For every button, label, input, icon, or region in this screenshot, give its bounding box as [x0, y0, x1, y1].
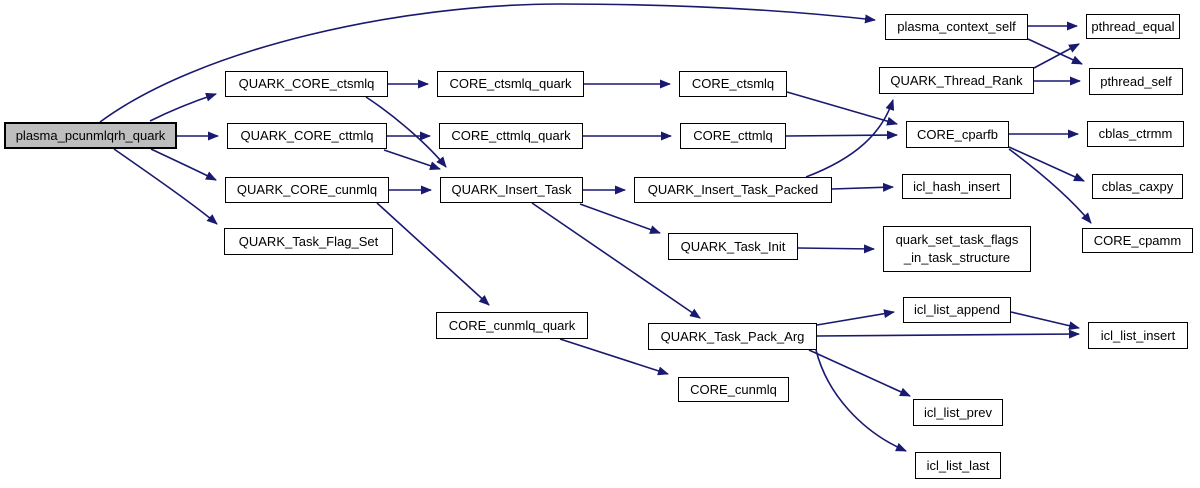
- edge-QUARK_Task_Pack_Arg-to-icl_list_append: [816, 309, 895, 326]
- node-label: CORE_ctsmlq: [691, 76, 775, 92]
- node-cblas_caxpy[interactable]: cblas_caxpy: [1092, 174, 1183, 199]
- node-CORE_cttmlq_quark[interactable]: CORE_cttmlq_quark: [439, 123, 583, 149]
- node-label: icl_hash_insert: [913, 178, 1000, 194]
- node-QUARK_Thread_Rank[interactable]: QUARK_Thread_Rank: [879, 67, 1034, 94]
- edge-plasma_pcunmlqrh_quark-to-QUARK_CORE_ctsmlq: [149, 92, 217, 122]
- node-label: cblas_caxpy: [1101, 178, 1174, 194]
- node-label: QUARK_CORE_cunmlq: [236, 182, 378, 198]
- edge-QUARK_Insert_Task_Packed-to-icl_hash_insert: [831, 182, 894, 192]
- edge-plasma_pcunmlqrh_quark-to-QUARK_Task_Flag_Set: [113, 148, 218, 225]
- node-label: quark_set_task_flags _in_task_structure: [895, 232, 1019, 265]
- node-label: cblas_ctrmm: [1098, 126, 1173, 142]
- node-label: pthread_self: [1100, 73, 1172, 89]
- edge-CORE_cparfb-to-cblas_caxpy: [1008, 146, 1085, 182]
- edge-QUARK_Insert_Task-to-QUARK_Task_Pack_Arg: [531, 202, 701, 319]
- node-QUARK_CORE_cttmlq[interactable]: QUARK_CORE_cttmlq: [227, 123, 387, 149]
- node-label: QUARK_Insert_Task: [451, 182, 572, 198]
- node-label: QUARK_Insert_Task_Packed: [647, 182, 819, 198]
- node-QUARK_Task_Flag_Set[interactable]: QUARK_Task_Flag_Set: [224, 228, 393, 255]
- node-quark_set_task_flags_in_task_structure[interactable]: quark_set_task_flags _in_task_structure: [883, 226, 1031, 272]
- node-plasma_context_self[interactable]: plasma_context_self: [885, 14, 1028, 40]
- node-CORE_cparfb[interactable]: CORE_cparfb: [906, 121, 1009, 148]
- node-CORE_cunmlq_quark[interactable]: CORE_cunmlq_quark: [436, 312, 588, 339]
- edge-CORE_cttmlq-to-CORE_cparfb: [785, 130, 898, 140]
- node-CORE_ctsmlq_quark[interactable]: CORE_ctsmlq_quark: [437, 71, 584, 97]
- node-cblas_ctrmm[interactable]: cblas_ctrmm: [1087, 121, 1184, 147]
- edge-CORE_cunmlq_quark-to-CORE_cunmlq: [559, 338, 669, 376]
- edge-QUARK_Task_Init-to-quark_set_task_flags_in_task_structure: [797, 244, 875, 254]
- node-label: QUARK_CORE_ctsmlq: [238, 76, 375, 92]
- node-plasma_pcunmlqrh_quark[interactable]: plasma_pcunmlqrh_quark: [4, 122, 177, 149]
- edge-CORE_ctsmlq-to-CORE_cparfb: [786, 91, 898, 126]
- node-label: QUARK_Task_Pack_Arg: [660, 328, 805, 344]
- node-label: CORE_cpamm: [1093, 232, 1182, 248]
- node-label: icl_list_append: [913, 302, 1000, 318]
- node-label: CORE_cunmlq: [690, 381, 777, 397]
- edge-QUARK_CORE_cunmlq-to-CORE_cunmlq_quark: [376, 202, 490, 306]
- node-pthread_equal[interactable]: pthread_equal: [1086, 14, 1180, 39]
- node-icl_hash_insert[interactable]: icl_hash_insert: [902, 174, 1011, 199]
- node-label: QUARK_Task_Flag_Set: [238, 233, 379, 249]
- node-label: CORE_cparfb: [917, 126, 998, 142]
- edge-QUARK_Task_Pack_Arg-to-icl_list_insert: [816, 329, 1080, 339]
- edge-QUARK_Insert_Task_Packed-to-QUARK_Thread_Rank: [805, 99, 895, 178]
- node-label: QUARK_Task_Init: [680, 238, 786, 254]
- edge-plasma_context_self-to-pthread_self: [1027, 38, 1083, 65]
- node-QUARK_Task_Pack_Arg[interactable]: QUARK_Task_Pack_Arg: [648, 323, 817, 350]
- node-label: icl_list_insert: [1100, 327, 1176, 343]
- node-icl_list_last[interactable]: icl_list_last: [915, 452, 1001, 479]
- node-label: CORE_ctsmlq_quark: [449, 76, 572, 92]
- node-label: CORE_cttmlq_quark: [451, 128, 571, 144]
- node-QUARK_Insert_Task[interactable]: QUARK_Insert_Task: [440, 177, 583, 203]
- edge-QUARK_Thread_Rank-to-pthread_equal: [1033, 43, 1080, 69]
- node-label: plasma_pcunmlqrh_quark: [15, 127, 166, 143]
- edge-plasma_pcunmlqrh_quark-to-plasma_context_self: [99, 3, 876, 123]
- node-icl_list_prev[interactable]: icl_list_prev: [913, 399, 1003, 426]
- node-CORE_cttmlq[interactable]: CORE_cttmlq: [680, 123, 786, 149]
- node-label: CORE_cunmlq_quark: [448, 317, 576, 333]
- node-CORE_ctsmlq[interactable]: CORE_ctsmlq: [679, 71, 787, 97]
- edge-QUARK_CORE_ctsmlq-to-QUARK_Insert_Task: [365, 96, 447, 168]
- node-QUARK_CORE_cunmlq[interactable]: QUARK_CORE_cunmlq: [225, 177, 389, 203]
- node-label: plasma_context_self: [897, 19, 1016, 35]
- edge-QUARK_Task_Pack_Arg-to-icl_list_last: [815, 349, 907, 452]
- node-QUARK_Insert_Task_Packed[interactable]: QUARK_Insert_Task_Packed: [634, 177, 832, 203]
- edge-icl_list_append-to-icl_list_insert: [1010, 311, 1080, 331]
- node-label: QUARK_CORE_cttmlq: [240, 128, 374, 144]
- node-label: icl_list_last: [926, 457, 990, 473]
- node-icl_list_insert[interactable]: icl_list_insert: [1088, 322, 1188, 349]
- node-icl_list_append[interactable]: icl_list_append: [903, 297, 1011, 323]
- node-CORE_cpamm[interactable]: CORE_cpamm: [1082, 228, 1193, 253]
- edge-plasma_pcunmlqrh_quark-to-QUARK_CORE_cunmlq: [150, 148, 217, 181]
- edge-QUARK_Task_Pack_Arg-to-icl_list_prev: [808, 349, 911, 397]
- edge-QUARK_Insert_Task-to-QUARK_Task_Init: [579, 203, 661, 234]
- node-QUARK_Task_Init[interactable]: QUARK_Task_Init: [668, 233, 798, 260]
- node-QUARK_CORE_ctsmlq[interactable]: QUARK_CORE_ctsmlq: [225, 71, 388, 97]
- node-label: QUARK_Thread_Rank: [890, 72, 1023, 88]
- node-label: icl_list_prev: [924, 404, 992, 420]
- edge-QUARK_CORE_cttmlq-to-QUARK_Insert_Task: [383, 149, 441, 171]
- edge-CORE_cparfb-to-CORE_cpamm: [1008, 148, 1092, 224]
- node-label: pthread_equal: [1091, 18, 1175, 34]
- node-CORE_cunmlq[interactable]: CORE_cunmlq: [678, 377, 789, 402]
- node-pthread_self[interactable]: pthread_self: [1089, 68, 1183, 95]
- node-label: CORE_cttmlq: [693, 128, 773, 144]
